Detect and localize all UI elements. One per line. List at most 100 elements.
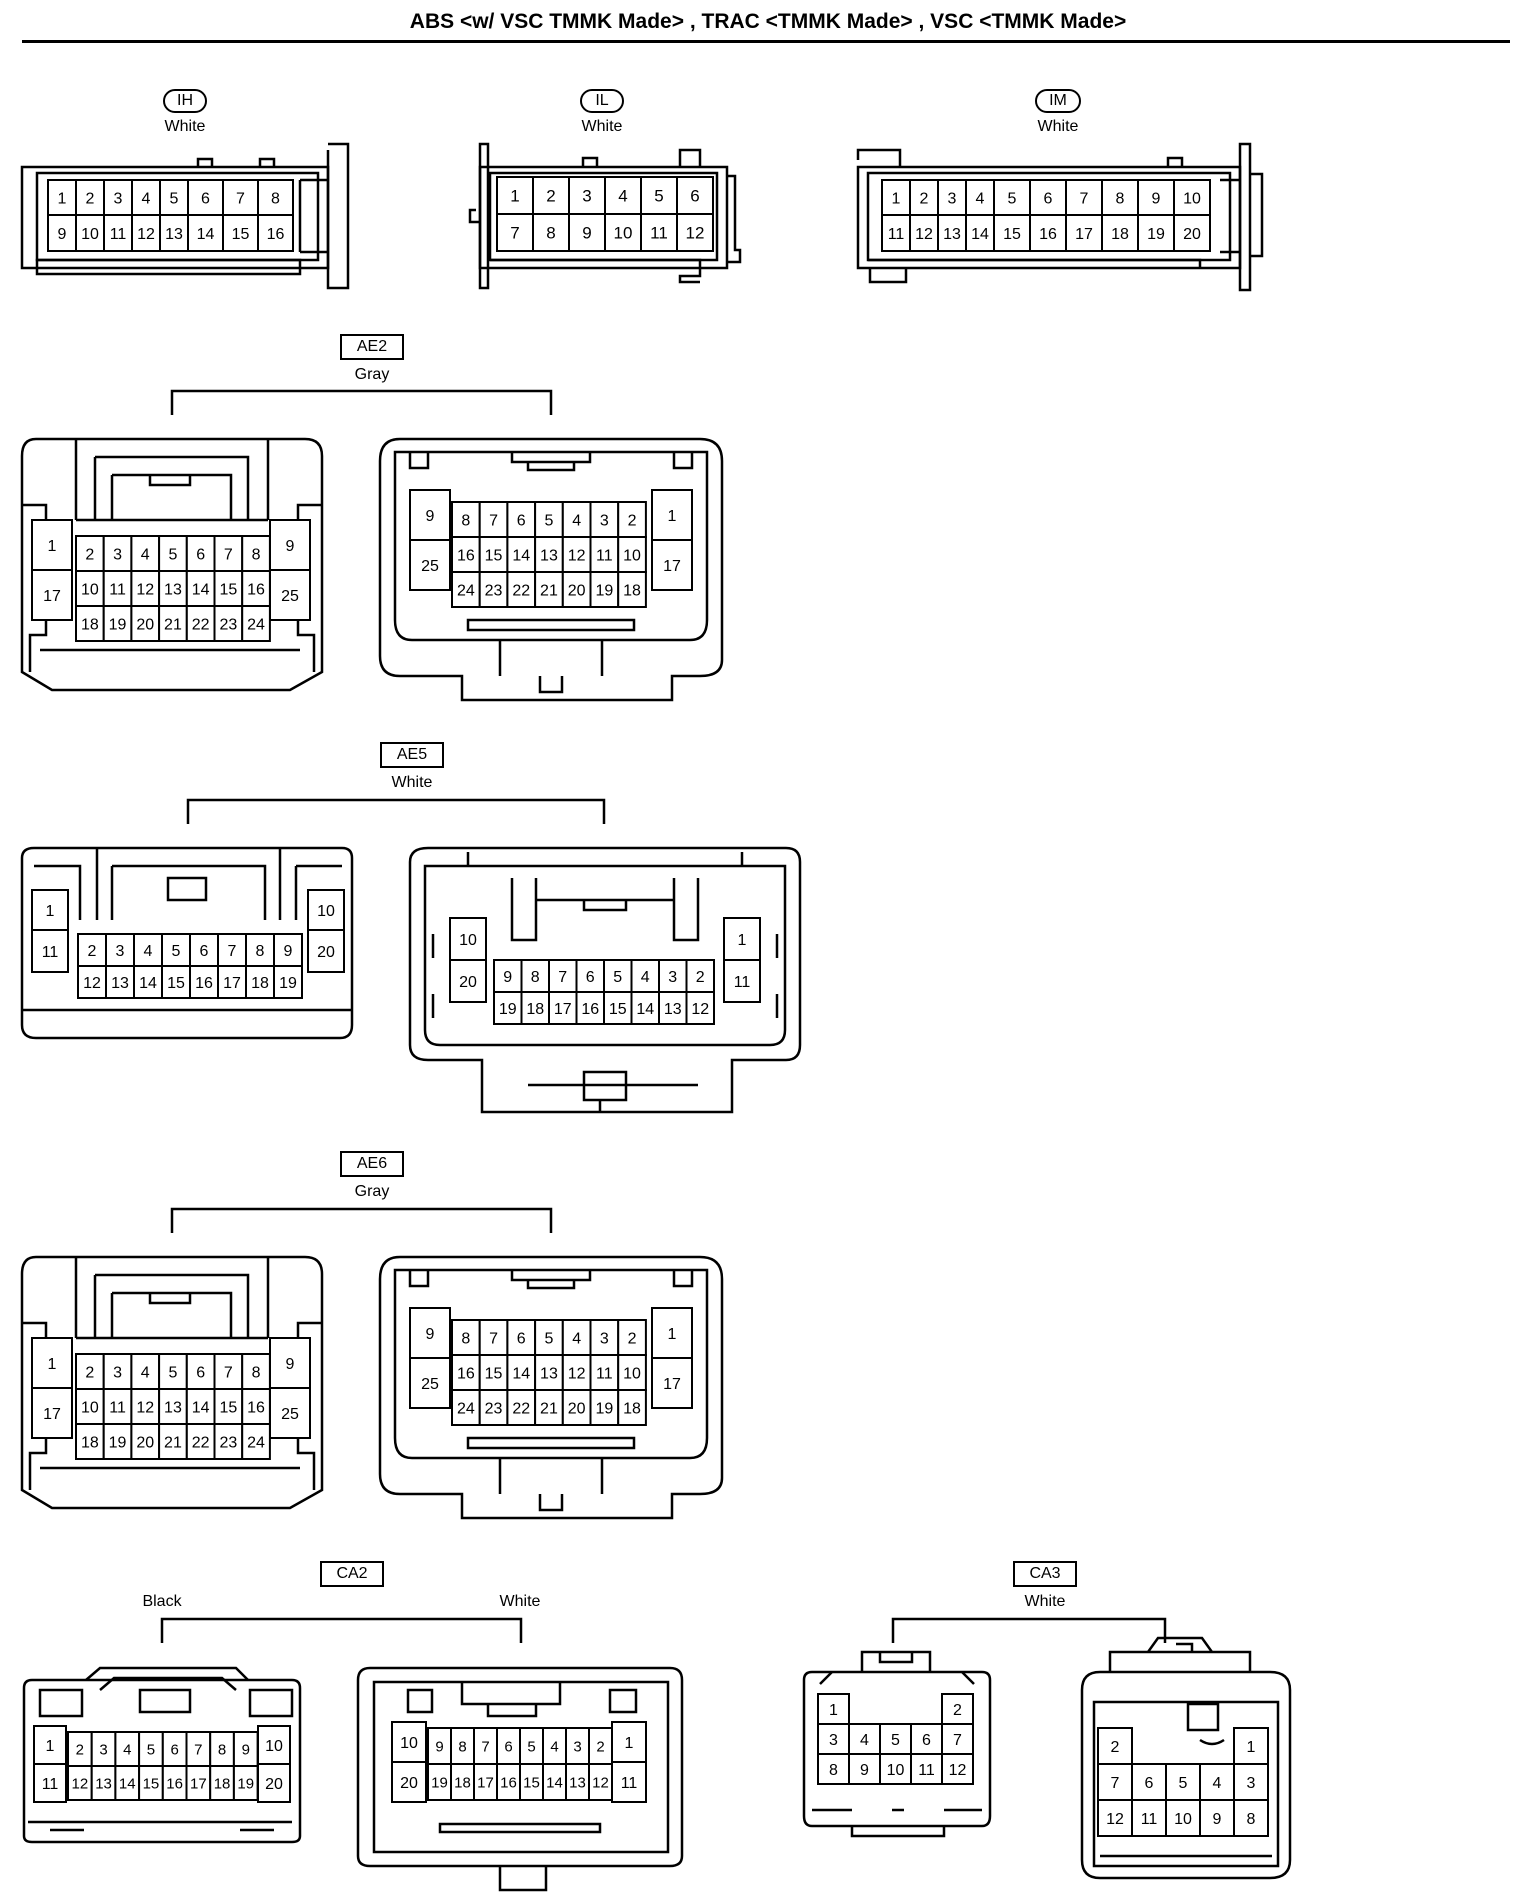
ae2-right-pin-14: 14: [512, 547, 530, 564]
ae5-right-pin-15: 15: [609, 1001, 627, 1018]
ae2-right-pin-5: 5: [544, 512, 553, 529]
ae6-left-pin-22: 22: [192, 1434, 210, 1451]
ae6-right-pin-17: 17: [663, 1376, 681, 1393]
ae6-right-cell: [534, 1389, 564, 1426]
ae6-left-pin-7: 7: [224, 1364, 233, 1381]
ih-pin-7: 7: [236, 190, 245, 207]
ih-cell: [75, 214, 105, 252]
ae5-left-pin-15: 15: [167, 975, 185, 992]
ae2-left-cell: [213, 605, 244, 642]
ae2-right-pin-13: 13: [540, 547, 558, 564]
ae2-right-pin-4: 4: [572, 512, 581, 529]
ae6-left-pin-18: 18: [81, 1434, 99, 1451]
ih-cell: [187, 214, 224, 252]
ae2-right-pin-2: 2: [628, 512, 637, 529]
ae6-left-pin-24: 24: [247, 1434, 265, 1451]
ae6-right-cell: [478, 1389, 509, 1426]
ca3-left-cell: [817, 1693, 850, 1725]
il-cell: [676, 213, 714, 252]
ae2-right-cell: [534, 501, 564, 538]
ae6-left-pin-11: 11: [109, 1399, 126, 1416]
ae6-left-pin-9: 9: [286, 1356, 295, 1373]
ca2-left-pin-16: 16: [166, 1775, 183, 1792]
ca2-right-housing: [356, 1666, 684, 1892]
ca2-left-cell: [33, 1763, 67, 1803]
il-cell: [568, 176, 606, 215]
il-cell: [496, 176, 534, 215]
ca2-left-pin-15: 15: [143, 1775, 160, 1792]
ae2-left-pin-2: 2: [85, 546, 94, 563]
connector-color-ca2-right: White: [499, 1593, 541, 1610]
ae5-left-cell: [31, 889, 69, 931]
ae2-left-pin-6: 6: [196, 546, 205, 563]
ca2-right-cell: [588, 1763, 613, 1801]
ae6-left-pin-21: 21: [164, 1434, 182, 1451]
ae5-right-pin-4: 4: [641, 969, 650, 986]
ca2-left-pin-9: 9: [242, 1741, 250, 1758]
ae2-right-pin-11: 11: [596, 547, 613, 564]
ae6-right-pin-22: 22: [512, 1400, 530, 1417]
il-pin-3: 3: [582, 187, 591, 206]
connector-color-ih: White: [164, 118, 206, 135]
im-pin-2: 2: [920, 190, 929, 207]
ae6-left-cell: [241, 1423, 271, 1460]
ae5-right-cell: [723, 917, 761, 961]
ih-cell: [257, 214, 294, 252]
im-pin-3: 3: [948, 190, 957, 207]
ae2-right-pin-23: 23: [485, 582, 503, 599]
im-cell: [1173, 179, 1211, 216]
ae6-right-cell: [534, 1354, 564, 1391]
ae2-right-cell: [617, 571, 647, 608]
ae2-right-pin-18: 18: [623, 582, 641, 599]
ae6-right-pin-14: 14: [512, 1365, 530, 1382]
ae5-left-pin-2: 2: [88, 943, 97, 960]
ae5-left-cell: [273, 965, 303, 999]
ae2-left-cell: [130, 605, 161, 642]
connector-color-ae6: Gray: [354, 1183, 390, 1200]
ca3-left-pin-7: 7: [953, 1732, 962, 1749]
ae6-right-cell: [617, 1354, 647, 1391]
ae6-left-cell: [31, 1337, 73, 1389]
ca2-left-cell: [33, 1725, 67, 1765]
ae5-right-pin-12: 12: [691, 1001, 709, 1018]
ae5-right-cell: [520, 991, 550, 1025]
ae5-right-cell: [685, 991, 715, 1025]
ae6-left-pin-15: 15: [219, 1399, 237, 1416]
ca3-right-pin-7: 7: [1111, 1775, 1120, 1792]
ca3-left-pin-9: 9: [860, 1762, 869, 1779]
im-pin-5: 5: [1008, 190, 1017, 207]
ca2-right-pin-4: 4: [550, 1738, 558, 1755]
ca2-right-pin-2: 2: [596, 1738, 604, 1755]
ae5-right-pin-16: 16: [581, 1001, 599, 1018]
ae5-left-pin-6: 6: [200, 943, 209, 960]
ca3-right-cell: [1097, 1799, 1133, 1837]
ae2-right-cell: [409, 539, 451, 591]
ae5-right-pin-5: 5: [613, 969, 622, 986]
ae6-left-pin-2: 2: [85, 1364, 94, 1381]
connector-color-ca3: White: [1024, 1593, 1066, 1610]
ca2-left-pin-12: 12: [72, 1775, 89, 1792]
ae6-right-housing: [378, 1255, 724, 1520]
ae2-right-housing: [378, 437, 724, 702]
il-pin-5: 5: [654, 187, 663, 206]
ca2-right-pin-11: 11: [621, 1775, 638, 1792]
connector-color-im: White: [1037, 118, 1079, 135]
ae6-left-cell: [269, 1337, 311, 1389]
ca2-left-pin-10: 10: [265, 1738, 283, 1755]
ae2-left-pin-21: 21: [164, 616, 182, 633]
ca2-right-cell: [611, 1761, 647, 1803]
ih-pin-16: 16: [267, 226, 285, 243]
ca3-right-pin-6: 6: [1145, 1775, 1154, 1792]
ae5-left-pin-8: 8: [256, 943, 265, 960]
ae6-right-pin-12: 12: [568, 1365, 586, 1382]
im-pin-17: 17: [1075, 226, 1093, 243]
ae5-right-pin-13: 13: [664, 1001, 682, 1018]
ae6-right-pin-11: 11: [596, 1365, 613, 1382]
ae2-left-pin-20: 20: [136, 616, 154, 633]
ae2-left-pin-18: 18: [81, 616, 99, 633]
ae2-right-pin-12: 12: [568, 547, 586, 564]
ca2-right-pin-16: 16: [500, 1774, 517, 1791]
ae2-left-pin-22: 22: [192, 616, 210, 633]
ae6-right-cell: [651, 1307, 693, 1359]
ca3-left-cell: [848, 1723, 881, 1755]
